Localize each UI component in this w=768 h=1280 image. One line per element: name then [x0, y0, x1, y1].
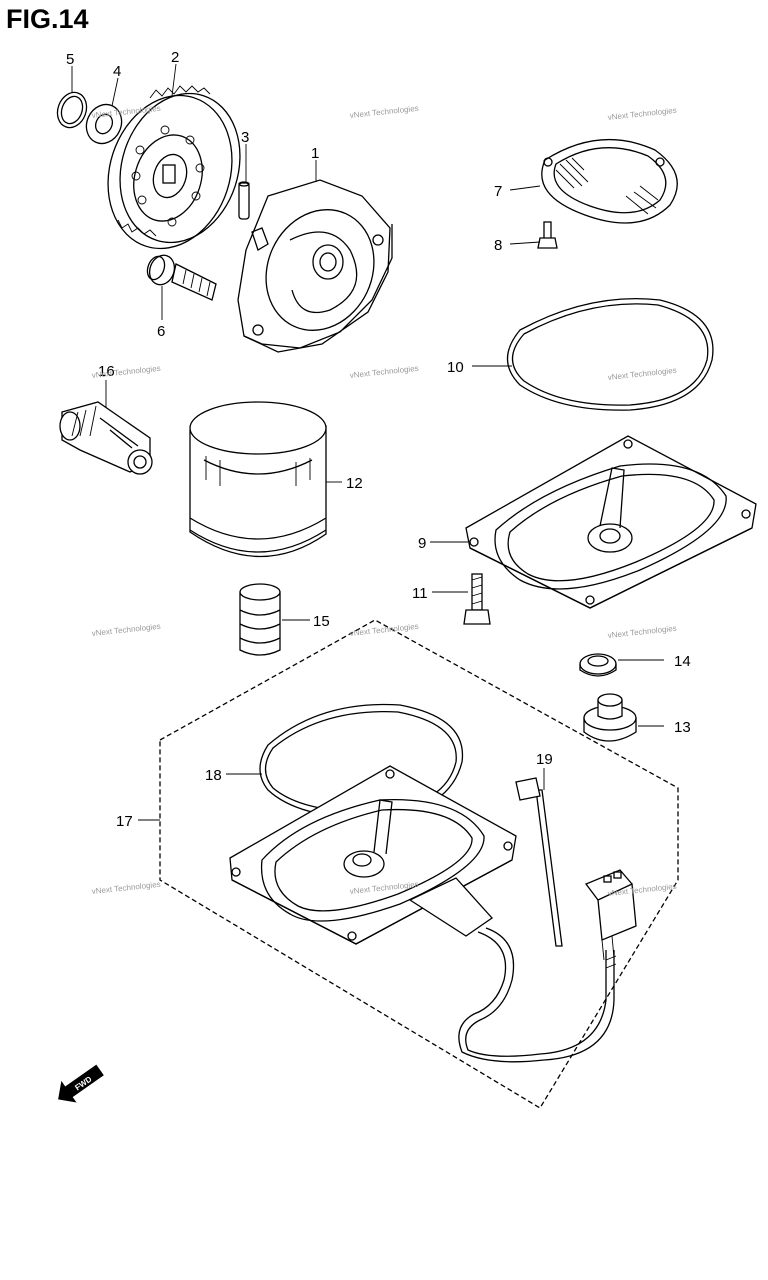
- callout-17: 17: [116, 813, 133, 830]
- watermark-text: vNext Technologies: [607, 106, 677, 122]
- watermark-text: vNext Technologies: [607, 624, 677, 640]
- part-1-pump-body: [237, 179, 393, 353]
- callout-2: 2: [171, 49, 179, 66]
- part-12-oil-filter: [189, 401, 327, 558]
- assembly-17-outline: [159, 619, 679, 1109]
- callout-9: 9: [418, 535, 426, 552]
- part-9-oil-pan: [465, 435, 757, 609]
- part-6-bolt: [146, 254, 217, 301]
- part-19-cable-tie: [515, 777, 563, 947]
- watermark-text: vNext Technologies: [349, 622, 419, 638]
- figure-title: FIG.14: [6, 4, 89, 34]
- part-7-oil-strainer: [541, 139, 678, 224]
- part-8-screw: [537, 221, 558, 249]
- callout-14: 14: [674, 653, 691, 670]
- callout-7: 7: [494, 183, 502, 200]
- callout-5: 5: [66, 51, 74, 68]
- callout-8: 8: [494, 237, 502, 254]
- watermark-text: vNext Technologies: [349, 104, 419, 120]
- callout-12: 12: [346, 475, 363, 492]
- callout-4: 4: [113, 63, 121, 80]
- watermark-text: vNext Technologies: [91, 622, 161, 638]
- part-18-gasket: [259, 703, 464, 819]
- callout-15: 15: [313, 613, 330, 630]
- leader-lines: [71, 63, 664, 821]
- callout-18: 18: [205, 767, 222, 784]
- callout-11: 11: [412, 585, 428, 602]
- callout-10: 10: [447, 359, 464, 376]
- part-10-gasket: [507, 297, 714, 411]
- watermark-text: vNext Technologies: [607, 366, 677, 382]
- callout-labels: 5 4 2 3 1 6 7 8 10 16 12 9 11 15 14 13 1…: [66, 49, 691, 830]
- part-5-circlip: [56, 91, 88, 129]
- watermark-text: vNext Technologies: [607, 882, 677, 898]
- part-17-oil-pan-assembly: [229, 765, 637, 1063]
- callout-13: 13: [674, 719, 691, 736]
- callout-19: 19: [536, 751, 553, 768]
- watermark-text: vNext Technologies: [349, 364, 419, 380]
- part-2-gear: [107, 85, 241, 250]
- callout-16: 16: [98, 363, 115, 380]
- part-15-magnet: [239, 583, 281, 656]
- part-13-drain-plug: [583, 693, 637, 742]
- part-11-bolt: [463, 573, 491, 625]
- fwd-direction-arrow: FWD: [58, 1064, 104, 1103]
- part-14-washer: [579, 653, 617, 677]
- watermark-text: vNext Technologies: [91, 880, 161, 896]
- part-16-oil-pressure-switch: [59, 401, 153, 475]
- callout-6: 6: [157, 323, 165, 340]
- callout-1: 1: [311, 145, 319, 162]
- callout-3: 3: [241, 129, 249, 146]
- part-3-dowel-pin: [238, 181, 250, 220]
